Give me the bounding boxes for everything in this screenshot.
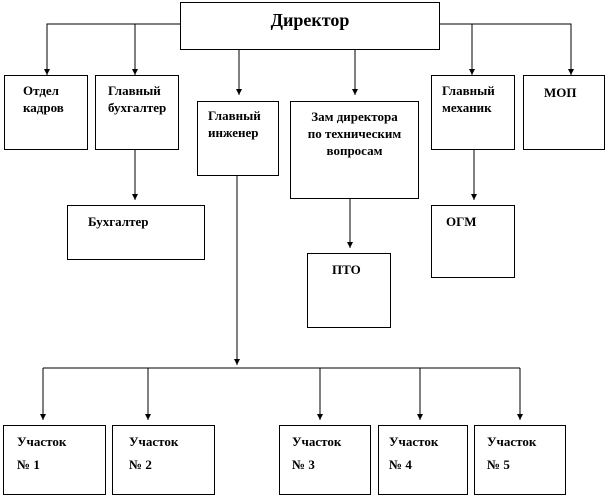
node-chief-mechanic: Главный механик <box>431 75 515 150</box>
connector-director-mop <box>440 23 574 75</box>
node-chief-accountant-label: Главный бухгалтер <box>108 83 167 115</box>
node-ogm-label: ОГМ <box>446 214 477 229</box>
node-chief-engineer-label: Главный инженер <box>208 108 261 140</box>
connector-director-hr <box>44 23 180 75</box>
node-site-5: Участок № 5 <box>474 425 566 495</box>
node-site-2: Участок № 2 <box>112 425 215 495</box>
node-site-1: Участок № 1 <box>3 425 106 495</box>
node-site-5-label: Участок № 5 <box>487 434 537 472</box>
node-deputy-director: Зам директора по техническим вопросам <box>290 101 419 199</box>
node-director: Директор <box>180 2 440 50</box>
node-mop: МОП <box>523 75 605 150</box>
node-site-1-label: Участок № 1 <box>17 434 67 472</box>
node-site-2-label: Участок № 2 <box>129 434 179 472</box>
node-chief-engineer: Главный инженер <box>197 101 279 176</box>
node-accountant-label: Бухгалтер <box>88 214 149 229</box>
node-pto-label: ПТО <box>332 262 361 277</box>
node-site-3-label: Участок № 3 <box>292 434 342 472</box>
node-director-label: Директор <box>270 10 350 30</box>
node-chief-mechanic-label: Главный механик <box>442 83 495 115</box>
node-deputy-director-label: Зам директора по техническим вопросам <box>307 109 402 158</box>
node-site-4: Участок № 4 <box>378 425 468 495</box>
node-site-4-label: Участок № 4 <box>389 434 439 472</box>
node-accountant: Бухгалтер <box>67 205 205 260</box>
node-ogm: ОГМ <box>431 205 515 278</box>
node-hr-label: Отдел кадров <box>23 83 64 115</box>
node-hr: Отдел кадров <box>4 75 88 150</box>
node-pto: ПТО <box>307 253 391 328</box>
node-chief-accountant: Главный бухгалтер <box>95 75 179 150</box>
node-site-3: Участок № 3 <box>279 425 371 495</box>
node-mop-label: МОП <box>544 85 577 100</box>
